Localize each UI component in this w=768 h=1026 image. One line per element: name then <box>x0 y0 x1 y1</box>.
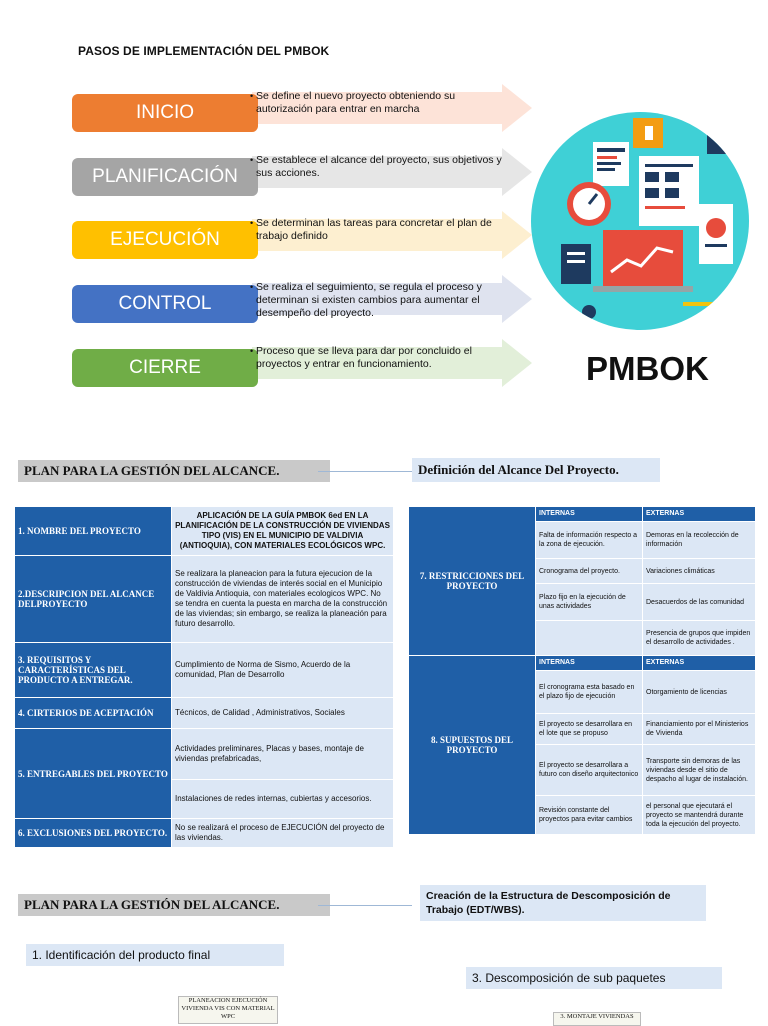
step-2: EJECUCIÓN <box>72 221 258 259</box>
external-cell: Demoras en la recolección de información <box>642 521 756 559</box>
step-desc-4: •Proceso que se lleva para dar por concl… <box>250 345 472 370</box>
table-row: Revisión constante del proyectos para ev… <box>409 795 756 835</box>
connector-line-2 <box>318 905 412 906</box>
step-arrow-3 <box>252 275 532 323</box>
row-label: 6. EXCLUSIONES DEL PROYECTO. <box>14 818 172 848</box>
dashboard-illustration-icon <box>561 118 733 319</box>
row-value: Cumplimiento de Norma de Sismo, Acuerdo … <box>171 642 394 698</box>
pmbok-label: PMBOK <box>586 350 709 387</box>
internal-cell <box>535 620 643 656</box>
step-3: CONTROL <box>72 285 258 323</box>
step-desc-3: •Se realiza el seguimiento, se regula el… <box>250 281 482 319</box>
page-title: PASOS DE IMPLEMENTACIÓN DEL PMBOK <box>78 44 330 58</box>
row-label: 1. NOMBRE DEL PROYECTO <box>14 506 172 556</box>
scope-plan-banner-2: PLAN PARA LA GESTIÓN DEL ALCANCE. <box>18 894 330 916</box>
external-cell: el personal que ejecutará el proyecto se… <box>642 795 756 835</box>
block-label: 8. SUPUESTOS DEL PROYECTO <box>408 655 536 835</box>
step-arrow-0 <box>252 84 532 132</box>
col-internas: INTERNAS <box>535 506 643 522</box>
table-row: Instalaciones de redes internas, cubiert… <box>15 779 394 819</box>
row-value: APLICACIÓN DE LA GUÍA PMBOK 6ed EN LA PL… <box>171 506 394 556</box>
bullet-icon: • <box>250 91 254 101</box>
bullet-icon: • <box>250 346 254 356</box>
col-internas: INTERNAS <box>535 655 643 671</box>
step1-label: 1. Identificación del producto final <box>26 944 284 966</box>
pmbok-illustration <box>531 112 749 330</box>
internal-cell: Falta de información respecto a la zona … <box>535 521 643 559</box>
table-row: 6. EXCLUSIONES DEL PROYECTO.No se realiz… <box>14 818 394 848</box>
external-cell: Transporte sin demoras de las viviendas … <box>642 744 756 796</box>
internal-cell: El proyecto se desarrollara a futuro con… <box>535 744 643 796</box>
external-cell: Variaciones climáticas <box>642 558 756 584</box>
row-label: 4. CIRTERIOS DE ACEPTACIÓN <box>14 697 172 729</box>
row-value: Técnicos, de Calidad , Administrativos, … <box>171 697 394 729</box>
row-value: Actividades preliminares, Placas y bases… <box>171 728 394 780</box>
step-0: INICIO <box>72 94 258 132</box>
row-label: 2.DESCRIPCION DEL ALCANCE DELPROYECTO <box>14 555 172 643</box>
table-row: El cronograma esta basado en el plazo fi… <box>409 670 756 714</box>
step3-label: 3. Descomposición de sub paquetes <box>466 967 722 989</box>
step-desc-0: •Se define el nuevo proyecto obteniendo … <box>250 90 456 115</box>
table-row: 3. REQUISITOS Y CARACTERÍSTICAS DEL PROD… <box>14 642 394 698</box>
step-4: CIERRE <box>72 349 258 387</box>
external-cell: Presencia de grupos que impiden el desar… <box>642 620 756 656</box>
internal-cell: Revisión constante del proyectos para ev… <box>535 795 643 835</box>
table-row: El proyecto se desarrollara a futuro con… <box>409 744 756 796</box>
external-cell: Financiamiento por el Ministerios de Viv… <box>642 713 756 745</box>
table-row: El proyecto se desarrollara en el lote q… <box>409 713 756 745</box>
scope-plan-banner: PLAN PARA LA GESTIÓN DEL ALCANCE. <box>18 460 330 482</box>
internal-cell: El proyecto se desarrollara en el lote q… <box>535 713 643 745</box>
external-cell: Desacuerdos de las comunidad <box>642 583 756 621</box>
internal-cell: Cronograma del proyecto. <box>535 558 643 584</box>
scope-definition-subtitle: Definición del Alcance Del Proyecto. <box>412 458 660 482</box>
block-label: 7. RESTRICCIONES DEL PROYECTO <box>408 506 536 656</box>
row-value: Se realizara la planeacion para la futur… <box>171 555 394 643</box>
step-desc-1: •Se establece el alcance del proyecto, s… <box>250 154 502 179</box>
row-value: No se realizará el proceso de EJECUCIÓN … <box>171 818 394 848</box>
wbs-root-node: PLANEACION EJECUCIÓN VIVIENDA VIS CON MA… <box>178 996 278 1024</box>
external-cell: Otorgamiento de licencias <box>642 670 756 714</box>
row-label: 3. REQUISITOS Y CARACTERÍSTICAS DEL PROD… <box>14 642 172 698</box>
internal-cell: Plazo fijo en la ejecución de unas activ… <box>535 583 643 621</box>
internal-cell: El cronograma esta basado en el plazo fi… <box>535 670 643 714</box>
table-row: Plazo fijo en la ejecución de unas activ… <box>409 583 756 621</box>
row-label: 5. ENTREGABLES DEL PROYECTO <box>14 728 172 819</box>
step-desc-2: •Se determinan las tareas para concretar… <box>250 217 492 242</box>
connector-line <box>318 471 412 472</box>
row-value-2: Instalaciones de redes internas, cubiert… <box>171 779 394 819</box>
bullet-icon: • <box>250 282 254 292</box>
col-externas: EXTERNAS <box>642 655 756 671</box>
bullet-icon: • <box>250 218 254 228</box>
col-externas: EXTERNAS <box>642 506 756 522</box>
edt-subtitle: Creación de la Estructura de Descomposic… <box>420 885 706 921</box>
step-arrow-4 <box>252 339 532 387</box>
bullet-icon: • <box>250 155 254 165</box>
step-arrow-2 <box>252 211 532 259</box>
step-arrow-1 <box>252 148 532 196</box>
step-1: PLANIFICACIÓN <box>72 158 258 196</box>
